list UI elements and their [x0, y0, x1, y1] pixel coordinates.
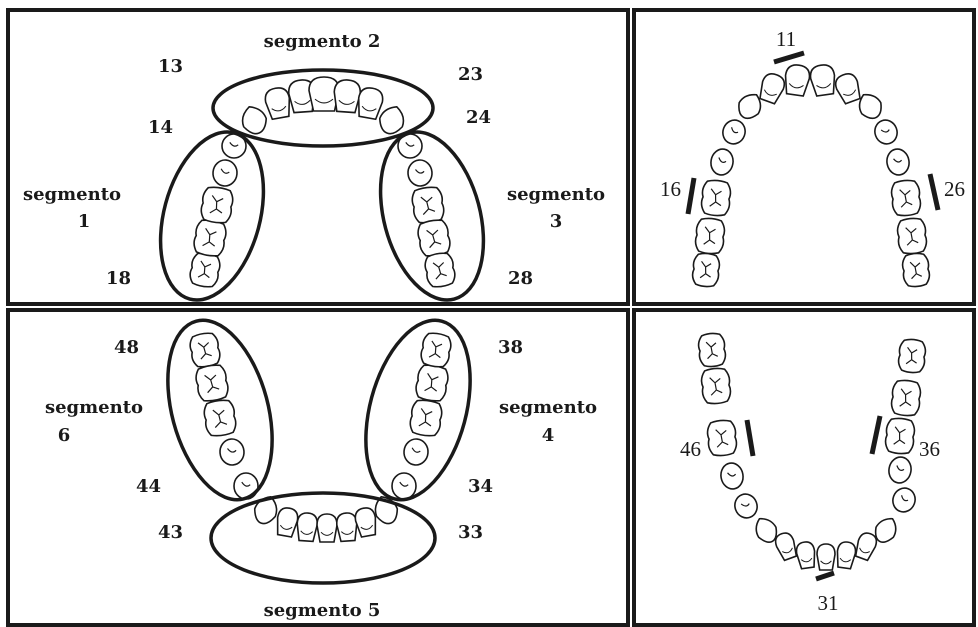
- segment-3-label-line1: segmento: [507, 184, 605, 205]
- tooth: [403, 438, 429, 466]
- tooth: [719, 461, 745, 490]
- tooth: [219, 438, 245, 466]
- tooth: [692, 252, 721, 287]
- upper-index-teeth: [692, 63, 931, 287]
- tooth: [902, 252, 931, 287]
- segment-4-label-line1: segmento: [499, 397, 597, 418]
- marker-tooth-36: [872, 416, 880, 454]
- segment-4-label-line2: 4: [542, 425, 555, 446]
- tooth-26-label: 26: [944, 177, 965, 201]
- tooth: [890, 485, 919, 515]
- tooth: [898, 338, 927, 373]
- tooth: [188, 251, 221, 288]
- tooth: [698, 332, 727, 367]
- segment-1-label-line2: 1: [78, 211, 91, 232]
- tooth-28-label: 28: [508, 268, 533, 289]
- tooth: [695, 217, 726, 254]
- tooth: [203, 399, 238, 438]
- panel-lower-left: [8, 310, 628, 625]
- tooth: [194, 363, 230, 403]
- tooth: [188, 331, 221, 368]
- tooth: [333, 79, 361, 113]
- tooth: [783, 63, 811, 96]
- tooth: [212, 159, 238, 187]
- tooth: [296, 512, 318, 541]
- tooth: [720, 117, 749, 147]
- tooth: [891, 379, 922, 416]
- segment-2-label: segmento 2: [264, 31, 381, 52]
- upper-arch-segmented: [143, 70, 500, 311]
- tooth: [392, 473, 416, 499]
- marker-tooth-31: [816, 573, 834, 579]
- tooth-16-label: 16: [660, 177, 681, 201]
- panel-upper-left: [8, 10, 628, 304]
- tooth: [275, 506, 300, 537]
- tooth: [407, 159, 433, 187]
- tooth: [317, 514, 337, 542]
- tooth-34-label: 34: [468, 476, 493, 497]
- tooth: [885, 417, 916, 454]
- tooth-46-label: 46: [680, 437, 701, 461]
- tooth: [887, 455, 913, 484]
- tooth: [891, 179, 922, 216]
- upper-arch-teeth: [188, 77, 456, 289]
- tooth: [419, 331, 452, 368]
- marker-tooth-16: [688, 178, 694, 214]
- segment-6-label-line1: segmento: [45, 397, 143, 418]
- tooth-11-label: 11: [776, 27, 796, 51]
- tooth: [833, 71, 863, 105]
- tooth-43-label: 43: [158, 522, 183, 543]
- marker-tooth-26: [930, 174, 938, 210]
- tooth: [192, 218, 228, 258]
- tooth: [885, 147, 911, 176]
- tooth: [200, 186, 235, 225]
- tooth-13-label: 13: [158, 56, 183, 77]
- tooth: [354, 506, 379, 537]
- tooth: [701, 179, 732, 216]
- tooth: [872, 117, 901, 147]
- tooth-14-label: 14: [148, 117, 173, 138]
- tooth: [817, 544, 835, 570]
- segment-1-label-line1: segmento: [23, 184, 121, 205]
- lower-index-teeth: [698, 332, 927, 570]
- tooth: [411, 186, 446, 225]
- tooth: [238, 103, 270, 138]
- tooth: [897, 217, 928, 254]
- tooth: [809, 63, 837, 96]
- tooth: [707, 419, 738, 456]
- tooth: [409, 399, 444, 438]
- marker-tooth-46: [747, 420, 753, 456]
- tooth: [414, 363, 450, 403]
- tooth-23-label: 23: [458, 64, 483, 85]
- segment-5-label: segmento 5: [264, 600, 381, 621]
- tooth: [835, 541, 856, 569]
- tooth-31-label: 31: [818, 591, 839, 615]
- tooth: [757, 71, 787, 105]
- tooth: [423, 251, 456, 288]
- segment-3-label-line2: 3: [550, 211, 563, 232]
- tooth-44-label: 44: [136, 476, 161, 497]
- upper-arch-index: [688, 53, 938, 288]
- tooth: [732, 491, 761, 521]
- lower-arch-index: [698, 332, 927, 579]
- tooth: [795, 541, 816, 569]
- tooth-48-label: 48: [114, 337, 139, 358]
- segment-6-label-line2: 6: [58, 425, 71, 446]
- tooth-24-label: 24: [466, 107, 491, 128]
- tooth-38-label: 38: [498, 337, 523, 358]
- tooth-18-label: 18: [106, 268, 131, 289]
- tooth: [701, 367, 732, 404]
- tooth: [416, 218, 452, 258]
- marker-tooth-11: [774, 53, 804, 62]
- lower-arch-segmented: [150, 309, 488, 583]
- tooth: [709, 147, 735, 176]
- tooth-33-label: 33: [458, 522, 483, 543]
- tooth-36-label: 36: [919, 437, 940, 461]
